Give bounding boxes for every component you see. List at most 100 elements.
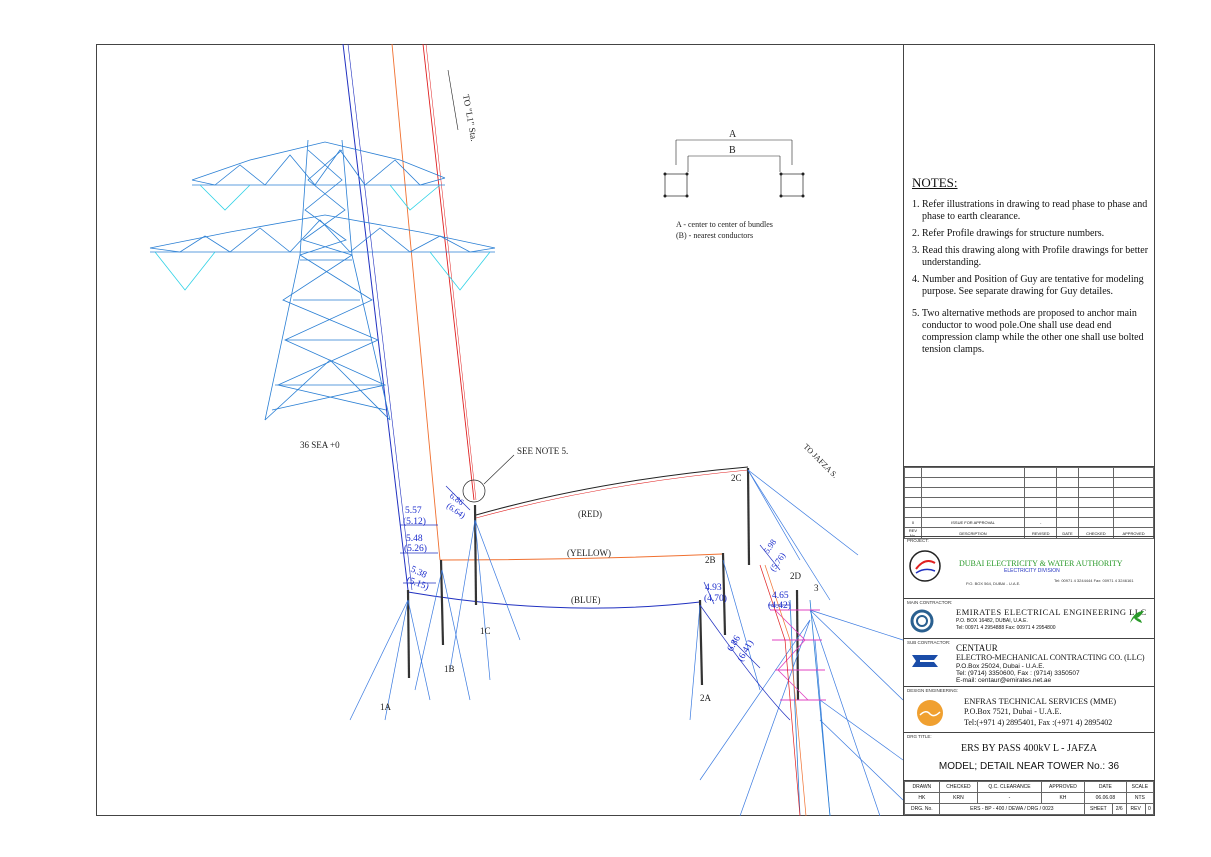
design-engineering-address: P.O.Box 7521, Dubai - U.A.E. bbox=[964, 707, 1062, 716]
clearance-7-a: 4.65 bbox=[772, 591, 789, 601]
pole-labels: 1A 1B 1C 2A 2B 2C 2D 3 bbox=[380, 473, 819, 712]
pole-label-2a: 2A bbox=[700, 693, 712, 703]
direction-right-label: TO JAFZA S. bbox=[802, 442, 840, 480]
phase-yellow-label: (YELLOW) bbox=[567, 548, 611, 558]
rev0-number: 0 bbox=[904, 517, 922, 528]
red-span bbox=[475, 469, 749, 519]
sub-contractor-phone: Tel: (9714) 3350600, Fax : (9714) 335050… bbox=[956, 670, 1080, 677]
red-span-black bbox=[475, 466, 749, 516]
sub-contractor-email: E-mail: centaur@emirates.net.ae bbox=[956, 677, 1052, 684]
dewa-logo-icon bbox=[909, 550, 941, 582]
footer-drg-no-label: DRG. No. bbox=[904, 803, 940, 815]
clearance-1-b: (5.12) bbox=[403, 516, 426, 527]
pole-label-1b: 1B bbox=[444, 664, 455, 674]
design-engineering-block: DESIGN ENGINEERING: ENFRAS TECHNICAL SER… bbox=[904, 686, 1154, 732]
legend-dim-b: B bbox=[729, 145, 736, 156]
clearance-1-a: 5.57 bbox=[405, 506, 422, 516]
legend-dim-a: A bbox=[729, 129, 737, 140]
footer-drg-no: ERS - BP - 400 / DEWA / DRG / 0023 bbox=[938, 803, 1086, 815]
main-contractor-name: EMIRATES ELECTRICAL ENGINEERING LLC bbox=[956, 607, 1147, 617]
footer-approved: KH bbox=[1040, 792, 1086, 804]
leaf-logo-icon bbox=[1130, 611, 1144, 623]
sub-contractor-name: CENTAUR bbox=[956, 643, 998, 653]
footer-rev-label: REV bbox=[1125, 803, 1146, 815]
pole-label-3: 3 bbox=[814, 583, 819, 593]
notes-section: NOTES: 1. Refer illustrations in drawing… bbox=[912, 176, 1152, 361]
footer-sheet: 2/6 bbox=[1111, 803, 1127, 815]
footer-scale: NTS bbox=[1125, 792, 1155, 804]
footer-header-date: DATE bbox=[1084, 781, 1127, 793]
bundle-legend: A B A - center to center of bundles (B) … bbox=[663, 129, 805, 240]
footer-rev: 0 bbox=[1144, 803, 1155, 815]
sub-contractor-label: SUB CONTRACTOR: bbox=[907, 640, 951, 645]
note5-marker bbox=[462, 479, 486, 503]
revision-table: 0 ISSUE FOR APPROVAL - REV No. DESCRIPTI… bbox=[904, 466, 1154, 539]
pole-label-2c: 2C bbox=[731, 473, 742, 483]
phase-blue-label: (BLUE) bbox=[571, 595, 601, 605]
drawing-title-block: DRG TITLE: ERS BY PASS 400kV L - JAFZA M… bbox=[904, 732, 1154, 780]
clearance-6-a: 5.98 bbox=[761, 537, 778, 555]
project-label: PROJECT: bbox=[907, 538, 929, 543]
rev0-revised: - bbox=[1023, 517, 1058, 528]
clearance-4-b: (6.64) bbox=[445, 500, 468, 520]
pole-label-2b: 2B bbox=[705, 555, 716, 565]
tower-36-label: 36 SEA +0 bbox=[300, 440, 340, 450]
drawing-sheet-border bbox=[96, 44, 1155, 816]
drawing-title-line2: MODEL; DETAIL NEAR TOWER No.: 36 bbox=[938, 761, 1120, 772]
legend-line-b: (B) - nearest conductors bbox=[676, 231, 753, 240]
main-contractor-label: MAIN CONTRACTOR: bbox=[907, 600, 953, 605]
drawing-title-line1: ERS BY PASS 400kV L - JAFZA bbox=[961, 743, 1097, 754]
title-block-panel: NOTES: 1. Refer illustrations in drawing… bbox=[903, 44, 1155, 816]
note-3: 3. Read this drawing along with Profile … bbox=[912, 245, 1149, 268]
clearance-2-b: (5.26) bbox=[404, 543, 427, 554]
note-5: 5. Two alternative methods are proposed … bbox=[912, 308, 1144, 355]
conductor-yellow-overhead bbox=[391, 44, 441, 561]
conductor-red-overhead bbox=[422, 44, 477, 501]
wood-poles bbox=[406, 467, 800, 701]
see-note-label: SEE NOTE 5. bbox=[517, 446, 568, 456]
clearance-values: 5.57 (5.12) 5.48 (5.26) 5.38 (5.15) 6.86… bbox=[403, 490, 791, 663]
footer-header-drawn: DRAWN bbox=[904, 781, 940, 793]
pole-label-1c: 1C bbox=[480, 626, 491, 636]
drawing-area: 36 SEA +0 TO "L1" Sta. TO JAFZA S. A B A… bbox=[96, 44, 903, 816]
direction-top-label: TO "L1" Sta. bbox=[461, 94, 479, 142]
phase-red-label: (RED) bbox=[578, 509, 602, 519]
blue-span bbox=[407, 591, 701, 609]
project-phone: Tel: 00971 4 3244444 Fax: 00971 4 324616… bbox=[1054, 578, 1134, 583]
angle-tower bbox=[699, 564, 831, 816]
conductor-blue-overhead bbox=[342, 44, 413, 591]
footer-header-qc: Q.C. CLEARANCE bbox=[977, 781, 1042, 793]
pole-label-1a: 1A bbox=[380, 702, 392, 712]
clearance-7-b: (4.42) bbox=[768, 600, 791, 611]
sub-contractor-address: P.O.Box 25024, Dubai - U.A.E. bbox=[956, 663, 1045, 670]
sub-contractor-name-2: ELECTRO-MECHANICAL CONTRACTING CO. (LLC) bbox=[956, 653, 1145, 662]
design-engineering-name: ENFRAS TECHNICAL SERVICES (MME) bbox=[964, 696, 1117, 706]
note-2: 2. Refer Profile drawings for structure … bbox=[912, 228, 1105, 239]
footer-drawn: HK bbox=[904, 792, 940, 804]
sub-contractor-block: SUB CONTRACTOR: CENTAUR ELECTRO-MECHANIC… bbox=[904, 638, 1154, 686]
project-division: ELECTRICITY DIVISION bbox=[1004, 568, 1060, 574]
design-engineering-phone: Tel:(+971 4) 2895401, Fax :(+971 4) 2895… bbox=[964, 718, 1113, 727]
main-contractor-address: P.O. BOX 16482, DUBAI, U.A.E. bbox=[956, 618, 1028, 624]
drawing-footer-block: DRAWN CHECKED Q.C. CLEARANCE APPROVED DA… bbox=[904, 780, 1155, 816]
enfras-logo-icon bbox=[917, 700, 943, 726]
design-engineering-label: DESIGN ENGINEERING: bbox=[907, 688, 959, 693]
lattice-tower bbox=[149, 139, 496, 421]
legend-line-a: A - center to center of bundles bbox=[676, 220, 773, 229]
note-4: 4. Number and Position of Guy are tentat… bbox=[912, 274, 1144, 297]
project-block: PROJECT: DUBAI ELECTRICITY & WATER AUTHO… bbox=[904, 536, 1154, 598]
guy-wires bbox=[349, 469, 903, 816]
rev0-description: ISSUE FOR APPROVAL bbox=[921, 517, 1025, 528]
footer-date: 06.06.08 bbox=[1084, 792, 1127, 804]
footer-header-approved: APPROVED bbox=[1040, 781, 1086, 793]
main-contractor-block: MAIN CONTRACTOR: EMIRATES ELECTRICAL ENG… bbox=[904, 598, 1154, 638]
note-1: 1. Refer illustrations in drawing to rea… bbox=[912, 199, 1148, 222]
clearance-5-b: (4.70) bbox=[704, 593, 727, 604]
project-address: P.O. BOX 564, DUBAI - U.A.E. bbox=[966, 581, 1021, 586]
centaur-logo-icon bbox=[912, 655, 938, 667]
clearance-dimension-lines bbox=[400, 485, 790, 669]
clearance-2-a: 5.48 bbox=[406, 534, 423, 544]
eee-logo-icon bbox=[910, 609, 934, 633]
footer-header-checked: CHECKED bbox=[938, 781, 979, 793]
footer-header-scale: SCALE bbox=[1125, 781, 1155, 793]
